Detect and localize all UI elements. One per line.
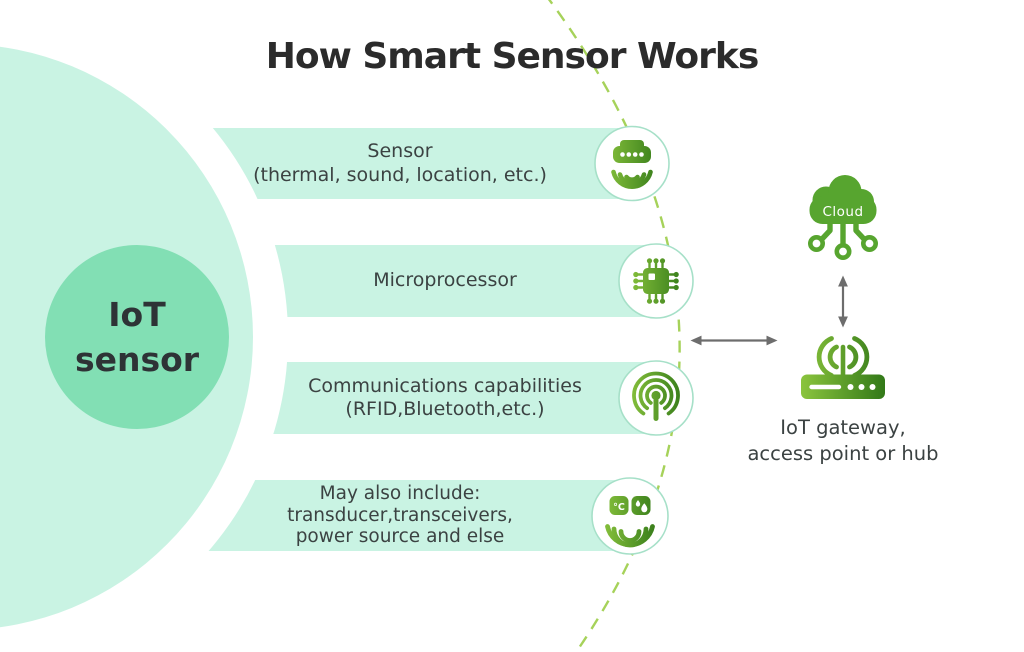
iot-sensor-label: IoT sensor [17, 292, 257, 382]
broadcast-signal-icon [632, 371, 680, 421]
iot-sensor-line1: IoT [108, 295, 166, 334]
gateway-caption-line2: access point or hub [747, 442, 939, 465]
row-communications-label: Communications capabilities (RFID,Blueto… [250, 362, 640, 434]
row-may-include-line2: transducer,transceivers, [287, 504, 513, 526]
connection-arrows [690, 275, 848, 346]
row-sensor-line2: (thermal, sound, location, etc.) [253, 163, 547, 186]
row-communications-line1: Communications capabilities [308, 374, 582, 397]
iot-sensor-line2: sensor [74, 340, 200, 379]
row-may-include-line3: power source and else [295, 526, 505, 548]
sensor-device-icon [611, 140, 653, 189]
row-may-include-line1: May also include: [319, 483, 481, 505]
bar-may-include [150, 480, 648, 551]
cloud-network-icon [807, 175, 878, 261]
component-bars [150, 128, 672, 551]
router-antenna-icon [801, 336, 885, 399]
row-may-include-label: May also include: transducer,transceiver… [200, 480, 600, 551]
humidity-droplets-icon [635, 500, 648, 513]
temperature-badge-label: °C [613, 502, 625, 513]
row-sensor-line1: Sensor [367, 140, 433, 162]
row-microprocessor-line1: Microprocessor [373, 269, 517, 292]
sensor-icon-circle [594, 125, 670, 202]
row-communications-line2: (RFID,Bluetooth,etc.) [345, 398, 545, 420]
iot-sensor-bubble [45, 245, 229, 429]
dashed-curve-line [547, 0, 681, 652]
multi-sensor-icon: °C [605, 496, 655, 548]
gateway-caption: IoT gateway, access point or hub [723, 415, 963, 467]
cloud-label: Cloud [822, 204, 864, 220]
microprocessor-chip-icon [633, 258, 679, 304]
page-title: How Smart Sensor Works [265, 36, 760, 77]
row-microprocessor-label: Microprocessor [250, 245, 640, 317]
row-sensor-label: Sensor (thermal, sound, location, etc.) [150, 128, 650, 199]
blob-white-ring [0, 11, 288, 652]
gateway-caption-line1: IoT gateway, [780, 416, 906, 439]
bar-sensor [150, 128, 648, 199]
